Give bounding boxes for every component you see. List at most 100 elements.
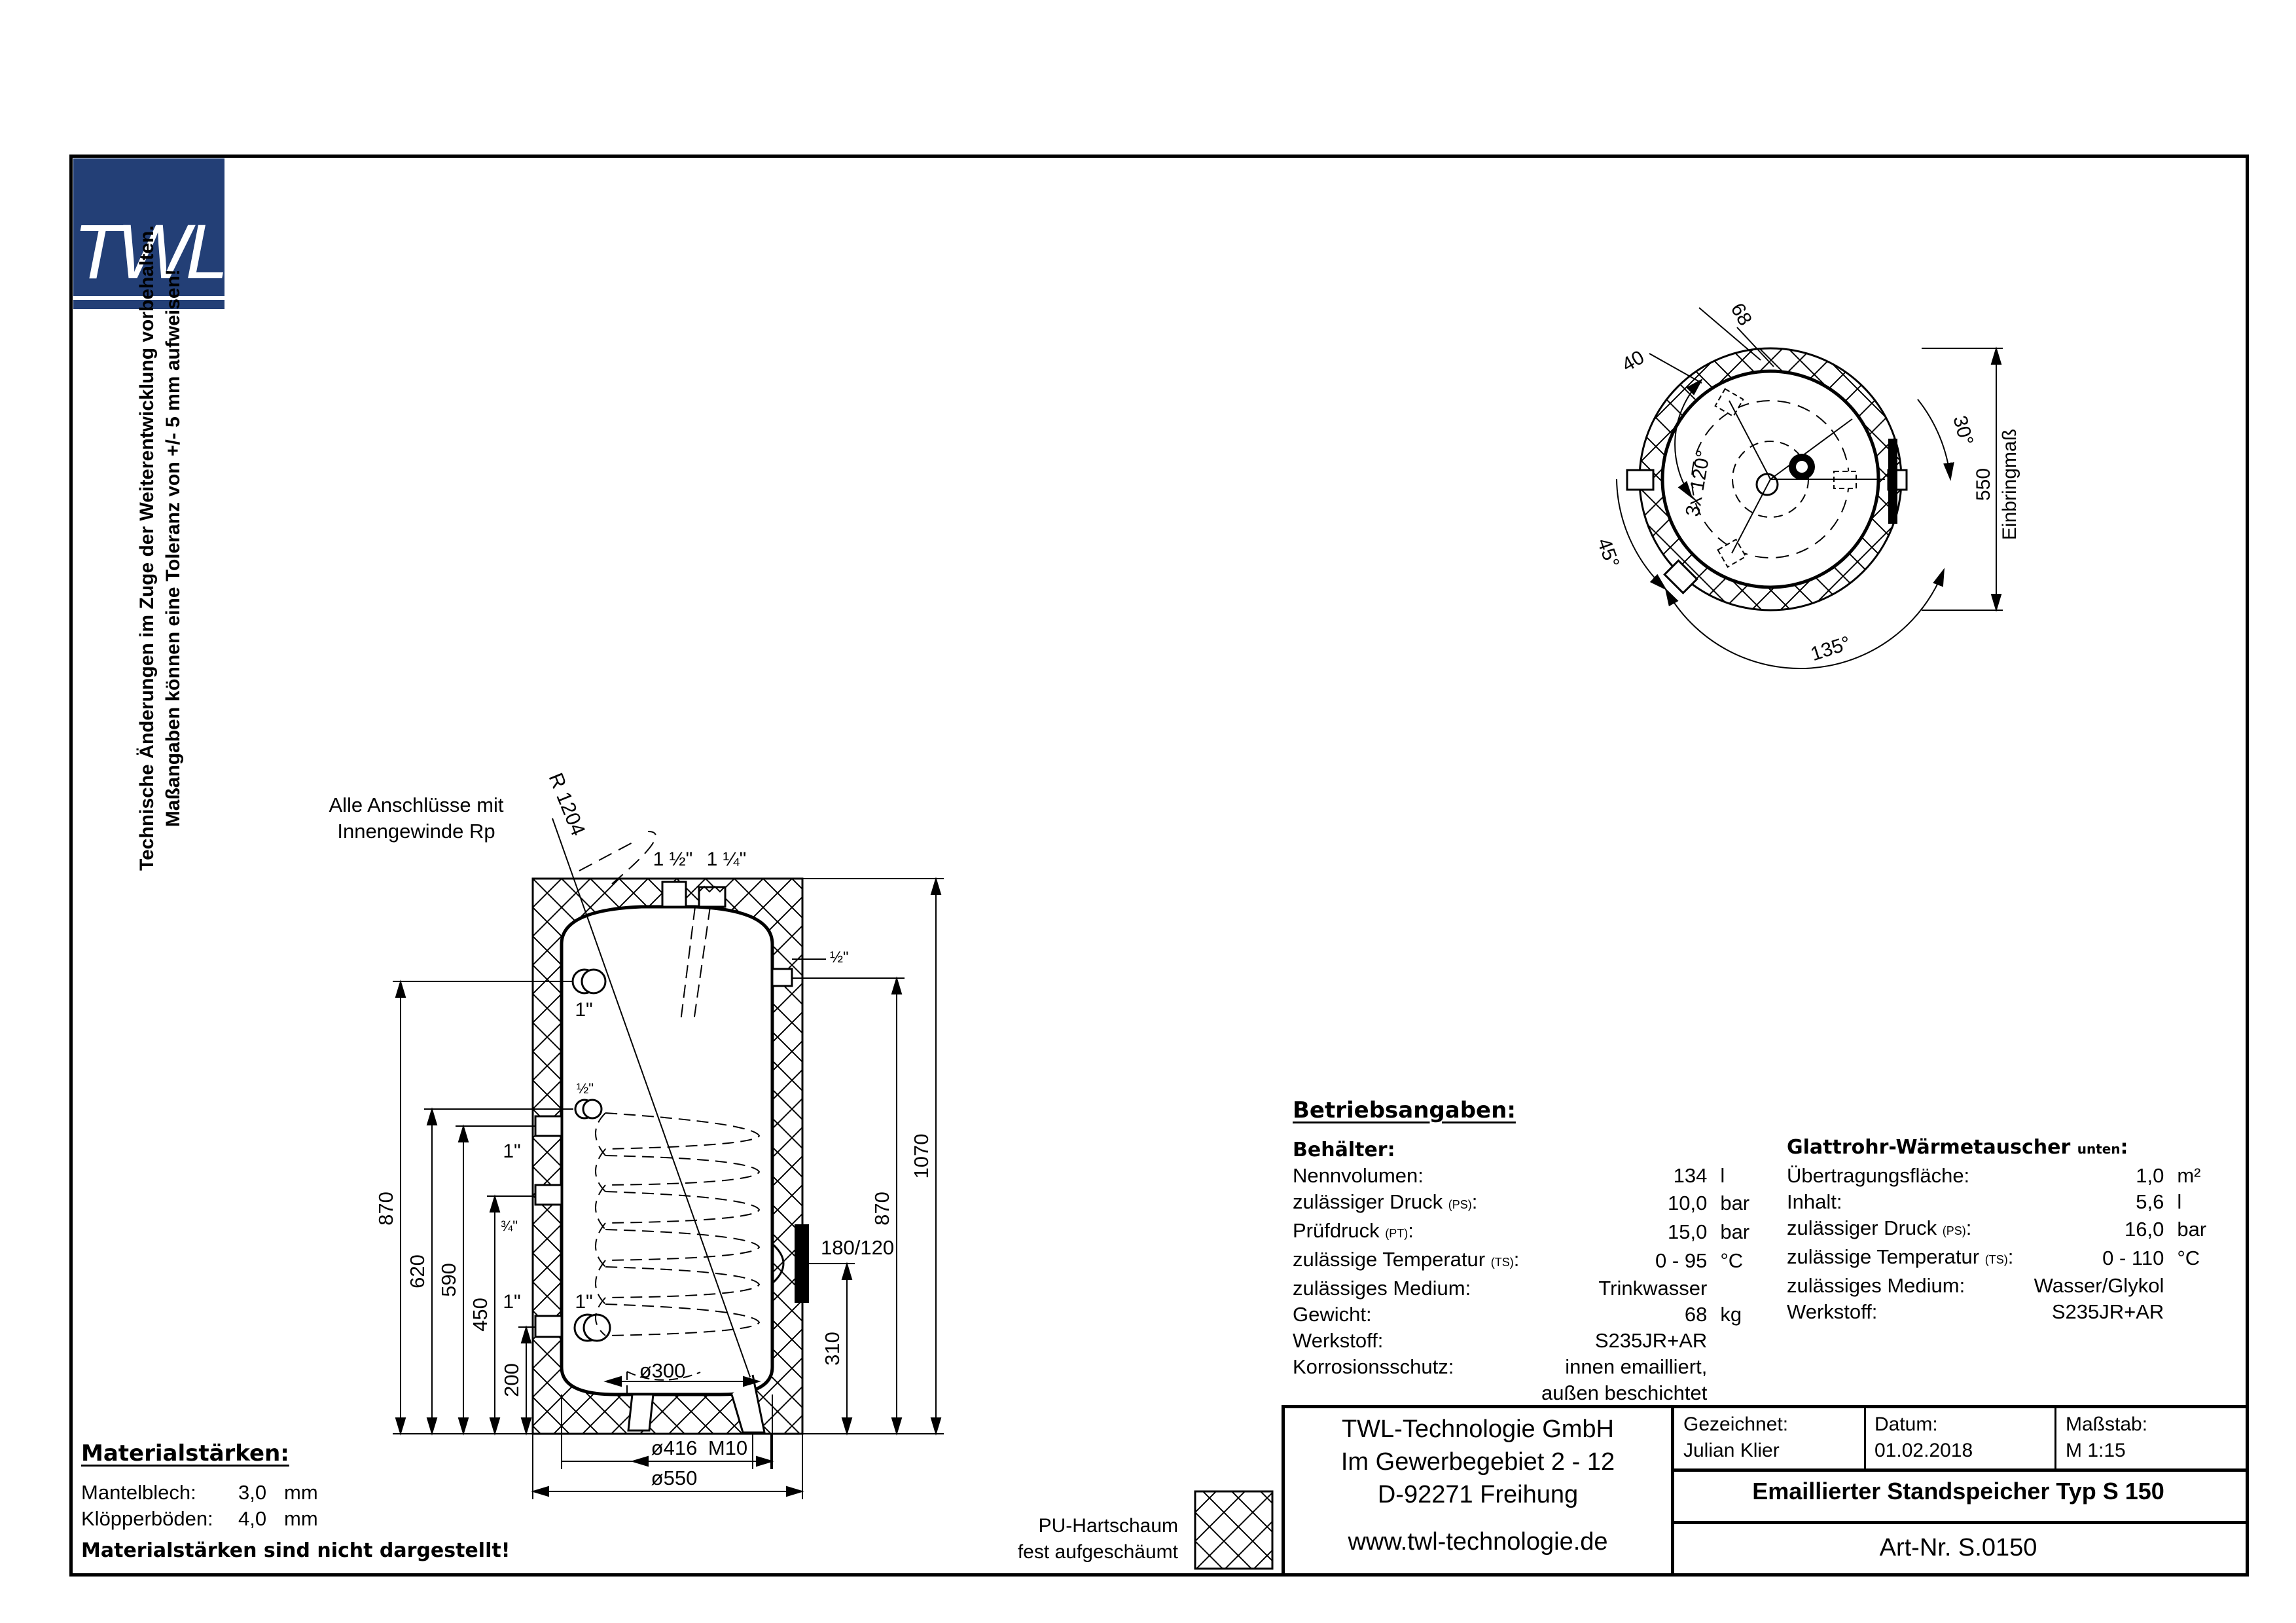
- label-conn-half: ½": [577, 1080, 594, 1097]
- spec-label: zulässiges Medium:: [1787, 1274, 1965, 1297]
- logo-text: TWL: [73, 209, 228, 295]
- spec-value: 1,0: [2136, 1164, 2164, 1187]
- material-table: Mantelblech: 3,0 mm Klöpperböden: 4,0 mm: [81, 1480, 318, 1532]
- tb-divider-v: [1671, 1408, 1674, 1573]
- spec-unit: kg: [1720, 1303, 1742, 1326]
- label-conn-1in-top: 1": [575, 999, 592, 1021]
- label-note-line2: Innengewinde Rp: [337, 820, 495, 843]
- spec-unit: bar: [2177, 1218, 2207, 1241]
- drawing-title: Emaillierter Standspeicher Typ S 150: [1752, 1478, 2164, 1504]
- material-row: Mantelblech: 3,0 mm: [81, 1480, 318, 1506]
- spec-unit: [2177, 1299, 2206, 1325]
- label-d-outer: ø550: [651, 1467, 698, 1489]
- article-number: Art-Nr. S.0150: [1879, 1534, 2037, 1561]
- twl-logo: TWL: [73, 158, 228, 309]
- spec-unit: bar: [1720, 1220, 1750, 1243]
- tank-spec-row: Werkstoff: S235JR+AR: [1293, 1328, 1749, 1354]
- tank-leg-right: [730, 1374, 766, 1434]
- spec-label: zulässiger Druck: [1293, 1190, 1443, 1213]
- dim-620: 620: [406, 1254, 429, 1288]
- spec-sub: (PS): [1448, 1198, 1472, 1211]
- label-side-half: ½": [830, 949, 849, 966]
- insulation-legend-line2: fest aufgeschäumt: [1017, 1541, 1178, 1563]
- tb-divider-date: [1864, 1408, 1866, 1468]
- tank-spec-row: Gewicht: 68 kg: [1293, 1302, 1749, 1328]
- spec-unit: bar: [1720, 1192, 1750, 1214]
- left-socket-1in-low: [534, 1315, 563, 1338]
- company-website: www.twl-technologie.de: [1348, 1528, 1608, 1556]
- spec-value: Wasser/Glykol: [2034, 1274, 2164, 1297]
- material-value: 3,0: [238, 1481, 267, 1504]
- spec-label: Gewicht:: [1293, 1303, 1372, 1326]
- spec-unit: °C: [2177, 1247, 2200, 1269]
- label-d-coil: ø300: [639, 1359, 686, 1382]
- label-thread: M10: [708, 1436, 747, 1459]
- tank-body: [560, 905, 774, 1396]
- tank-leg-left: [627, 1393, 655, 1432]
- tank-side-view: Alle Anschlüsse mit Innengewinde Rp R 12…: [329, 770, 944, 1499]
- label-conn-34: ¾": [501, 1218, 518, 1234]
- tb-divider-h2: [1674, 1521, 2246, 1524]
- spec-label: Werkstoff:: [1293, 1329, 1384, 1352]
- spec-label: Werkstoff:: [1787, 1300, 1878, 1323]
- tank-spec-row: Korrosionsschutz: innen emailliert,: [1293, 1354, 1749, 1380]
- spec-sub: (TS): [1984, 1253, 2008, 1266]
- drawing-frame: [69, 155, 2249, 1577]
- material-row: Klöpperböden: 4,0 mm: [81, 1506, 318, 1532]
- dim-450: 450: [469, 1298, 492, 1332]
- dim-590: 590: [437, 1263, 460, 1297]
- label-top-conn-1: 1 ½": [653, 848, 693, 870]
- scale-label: Maßstab:: [2066, 1413, 2148, 1435]
- spec-value: 68: [1684, 1303, 1708, 1326]
- material-label: Klöpperböden:: [81, 1507, 213, 1530]
- tank-spec-row: außen beschichtet: [1293, 1380, 1749, 1406]
- spec-unit: °C: [1720, 1249, 1744, 1272]
- spec-label: Nennvolumen:: [1293, 1164, 1424, 1187]
- tb-divider-scale: [2054, 1408, 2056, 1468]
- spec-unit: [1720, 1275, 1749, 1302]
- hx-title-sub: unten: [2077, 1141, 2121, 1157]
- dim-200: 200: [500, 1363, 523, 1397]
- label-30deg: 30°: [1948, 413, 1977, 447]
- spec-value: Trinkwasser: [1598, 1277, 1708, 1300]
- flange: [795, 1224, 809, 1303]
- label-note-line1: Alle Anschlüsse mit: [329, 793, 503, 816]
- hx-specs-title: Glattrohr-Wärmetauscher unten:: [1787, 1136, 2128, 1159]
- logo-underline: [73, 296, 224, 300]
- spec-label: Korrosionsschutz:: [1293, 1355, 1454, 1378]
- hx-spec-row: zulässige Temperatur (TS):0 - 110°C: [1787, 1244, 2206, 1273]
- label-radius: R 1204: [545, 770, 590, 839]
- insulation-legend-line1: PU-Hartschaum: [1038, 1515, 1178, 1537]
- spec-value: 0 - 110: [2102, 1247, 2164, 1269]
- spec-value: 15,0: [1667, 1220, 1708, 1243]
- spec-value: 10,0: [1667, 1192, 1708, 1214]
- material-title: Materialstärken:: [81, 1440, 289, 1467]
- company-street: Im Gewerbegebiet 2 - 12: [1340, 1448, 1615, 1476]
- spec-value: 5,6: [2136, 1190, 2164, 1213]
- label-68: 68: [1727, 300, 1756, 329]
- label-top-conn-2: 1 ¼": [707, 848, 747, 870]
- spec-unit: [2177, 1273, 2206, 1299]
- radius-line: [552, 818, 755, 1389]
- dim-870-right: 870: [870, 1192, 893, 1226]
- spec-unit: [1720, 1354, 1749, 1380]
- spec-value: S235JR+AR: [1594, 1329, 1708, 1352]
- spec-label: zulässiger Druck: [1787, 1216, 1937, 1239]
- specs-title: Betriebsangaben:: [1293, 1097, 1516, 1123]
- spec-label: Inhalt:: [1787, 1190, 1842, 1213]
- spec-label: Übertragungsfläche:: [1787, 1164, 1970, 1187]
- spec-value: innen emailliert,: [1565, 1355, 1708, 1378]
- spec-label: zulässiges Medium:: [1293, 1277, 1471, 1300]
- company-city: D-92271 Freihung: [1377, 1481, 1579, 1508]
- date-value: 01.02.2018: [1874, 1440, 1973, 1461]
- hx-spec-row: Werkstoff:S235JR+AR: [1787, 1299, 2206, 1325]
- tank-specs-title: Behälter:: [1293, 1139, 1395, 1161]
